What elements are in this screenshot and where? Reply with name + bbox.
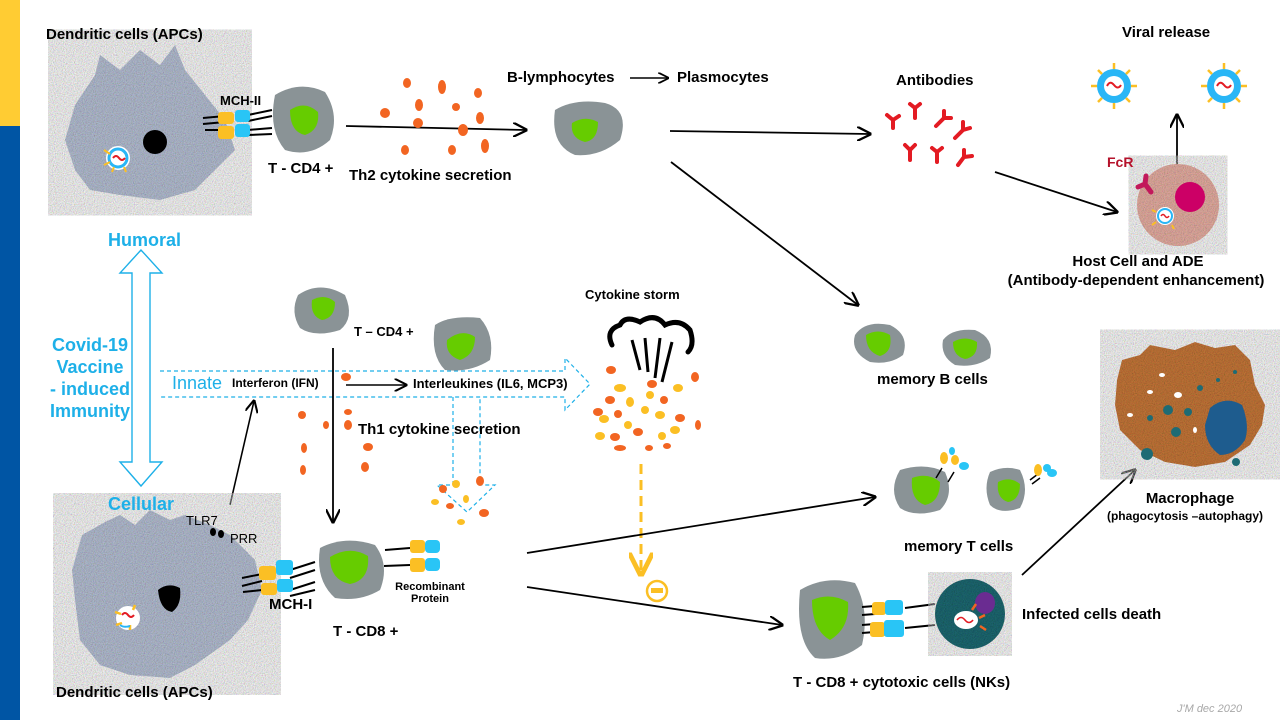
memory-b-cells (854, 323, 991, 366)
recombinant-line-1: Recombinant (395, 581, 465, 593)
macrophage-label: Macrophage (1145, 490, 1235, 507)
memory-b-label: memory B cells (877, 371, 988, 388)
antibodies-icon (885, 102, 974, 167)
cytotoxic-cells-label: T - CD8 + cytotoxic cells (NKs) (793, 674, 1011, 691)
t-cd4-top-label: T - CD4 + (268, 160, 334, 177)
recombinant-line-2: Protein (411, 593, 449, 606)
recombinant-protein-label: Recombinant Protein (390, 581, 470, 605)
mhc2-linkers (202, 109, 273, 136)
t-cd8-cell (319, 540, 440, 599)
th2-cytokines (380, 78, 489, 155)
fcr-label: FcR (1107, 154, 1134, 170)
virus-released-2 (1201, 63, 1247, 109)
infected-cell (935, 579, 1005, 649)
cytokine-storm-label: Cytokine storm (585, 287, 680, 302)
macrophage-cell (1115, 342, 1265, 467)
arrow-to-memory-t (526, 497, 875, 554)
macrophage-sub-label: (phagocytosis –autophagy) (1106, 509, 1264, 523)
title-line-4: Immunity (49, 401, 130, 421)
t-cd4-cell-innate-2 (433, 317, 492, 371)
storm-cytokines-yellow (595, 384, 683, 440)
b-lymphocytes-label: B-lymphocytes (507, 69, 615, 86)
arrow-to-b-lymphocytes (345, 126, 526, 130)
tlr7-receptor-icon (210, 528, 216, 536)
antibodies-label: Antibodies (896, 72, 974, 89)
accent-stripe-yellow (0, 0, 20, 126)
inhibition-icon (645, 579, 669, 603)
host-cell-label: Host Cell and ADE (1072, 253, 1204, 270)
mhc2-label: MCH-II (220, 93, 262, 108)
cytokine-storm-icon (607, 315, 695, 383)
mhc1-label: MCH-I (269, 596, 313, 613)
virus-released-1 (1091, 63, 1137, 109)
title-line-2: Vaccine (56, 357, 124, 377)
arrow-to-host-cell (994, 171, 1117, 212)
th1-label: Th1 cytokine secretion (358, 421, 521, 438)
virus-icon-bottom (114, 604, 140, 630)
t-cd4-cell-innate-1 (294, 287, 349, 334)
innate-label: Innate (172, 373, 223, 393)
arrow-to-antibodies (669, 131, 870, 134)
fcr-receptor-icon (1135, 173, 1154, 195)
nucleus-icon-bottom (158, 585, 181, 612)
title-line-1: Covid-19 (51, 335, 129, 355)
infected-cells-death-label: Infected cells death (1022, 606, 1162, 623)
th2-label: Th2 cytokine secretion (349, 167, 512, 184)
dendritic-cell-top (65, 45, 273, 200)
b-lymphocyte-cell (554, 101, 623, 156)
tlr7-label: TLR7 (186, 513, 218, 528)
interferon-label: Interferon (IFN) (232, 376, 319, 390)
t-cd4-innate-label: T – CD4 + (354, 324, 414, 339)
humoral-label: Humoral (108, 230, 182, 250)
virus-icon (103, 146, 130, 173)
ade-label: (Antibody-dependent enhancement) (1007, 272, 1265, 289)
arrow-tlr7-to-interferon (229, 401, 254, 506)
cytotoxic-t-cell (799, 580, 936, 659)
host-cell (1135, 164, 1219, 246)
vaccine-immunity-title: Covid-19 Vaccine - induced Immunity (42, 334, 138, 422)
storm-cytokines-orange (593, 366, 701, 451)
dendritic-cell-bottom (72, 510, 316, 678)
cellular-label: Cellular (108, 494, 175, 514)
author-credit: J'M dec 2020 (1177, 703, 1243, 715)
arrow-to-cytotoxic (526, 586, 782, 625)
title-line-3: - induced (50, 379, 130, 399)
plasmocytes-label: Plasmocytes (677, 69, 769, 86)
t-cd8-label: T - CD8 + (333, 623, 399, 640)
t-cd4-cell-top (272, 86, 334, 153)
th1-cytokines (298, 373, 489, 517)
dendritic-cells-bottom-label: Dendritic cells (APCs) (56, 684, 213, 701)
arrow-to-macrophage (1021, 470, 1135, 576)
memory-t-label: memory T cells (904, 538, 1014, 555)
humoral-cellular-axis-arrow (118, 248, 164, 488)
accent-stripe-blue (0, 126, 20, 720)
memory-t-cells (894, 447, 1057, 514)
innate-down-arrow (435, 397, 497, 513)
th1-cytokines-yellow (431, 480, 469, 525)
interleukines-label: Interleukines (IL6, MCP3) (413, 376, 568, 391)
viral-release-label: Viral release (1122, 24, 1211, 41)
dendritic-cells-top-label: Dendritic cells (APCs) (46, 26, 203, 43)
prr-receptor-icon (218, 530, 224, 538)
prr-label: PRR (230, 531, 258, 546)
nucleus-icon (143, 130, 167, 154)
arrow-to-memory-b (670, 161, 858, 305)
